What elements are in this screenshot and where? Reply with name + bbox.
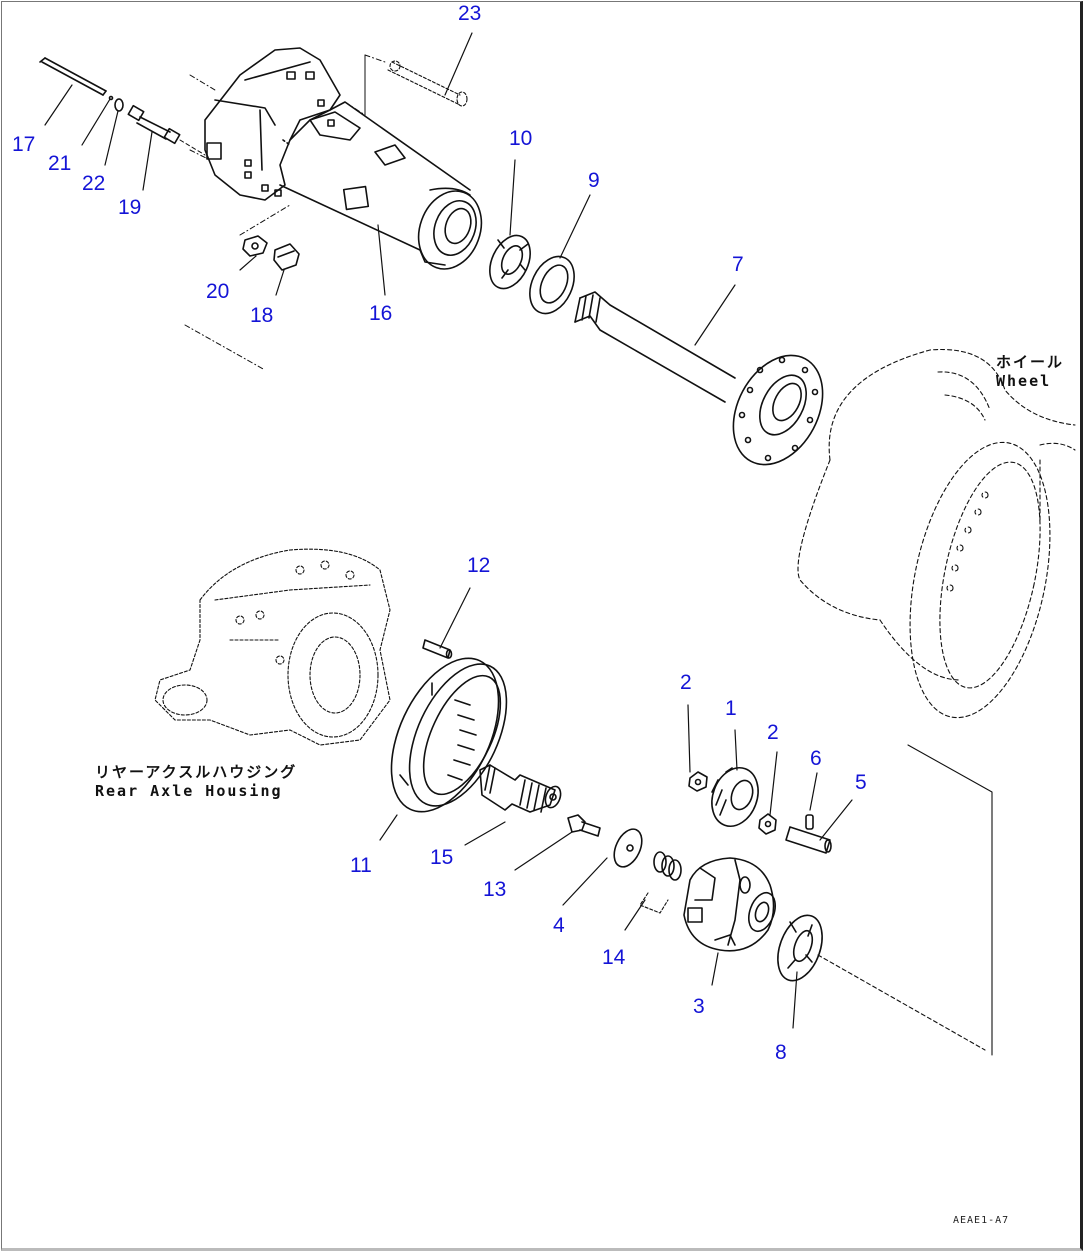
bushing-part-18 bbox=[273, 243, 300, 271]
callout-21: 21 bbox=[48, 152, 72, 175]
wheel-caption-jp: ホイール bbox=[996, 353, 1065, 371]
washer-part-21 bbox=[108, 95, 114, 101]
callout-18: 18 bbox=[250, 304, 274, 327]
center-lines bbox=[184, 54, 386, 371]
callout-2-left: 2 bbox=[680, 671, 692, 694]
callout-22: 22 bbox=[82, 172, 106, 195]
wheel-caption: ホイール Wheel bbox=[996, 353, 1064, 391]
bearing-part-8 bbox=[777, 914, 823, 982]
callout-19: 19 bbox=[118, 196, 142, 219]
callout-3: 3 bbox=[693, 995, 705, 1018]
ring-gear-part-11 bbox=[390, 657, 508, 813]
callout-14: 14 bbox=[602, 946, 626, 969]
reference-bracket bbox=[817, 744, 993, 1056]
bearing-part-4 bbox=[613, 828, 643, 868]
callout-10: 10 bbox=[509, 127, 533, 150]
callout-1: 1 bbox=[725, 697, 737, 720]
differential-case-part-3 bbox=[683, 857, 776, 952]
washer-part-2-right bbox=[758, 813, 777, 835]
axle-shaft-part-7 bbox=[574, 291, 824, 466]
pinion-shaft-part-5 bbox=[785, 826, 832, 854]
stud-part-17 bbox=[39, 57, 107, 96]
drawing-number: AEAE1-A7 bbox=[953, 1215, 1010, 1226]
pin-part-6 bbox=[805, 814, 814, 830]
pin-part-12 bbox=[422, 639, 453, 659]
wheel-outline bbox=[797, 348, 1076, 719]
bearing-part-10 bbox=[489, 234, 531, 290]
callout-5: 5 bbox=[855, 771, 867, 794]
callout-16: 16 bbox=[369, 302, 393, 325]
plug-part-19 bbox=[127, 104, 206, 156]
callout-6: 6 bbox=[810, 747, 822, 770]
bolt-part-13 bbox=[567, 814, 601, 837]
leader-lines bbox=[44, 32, 853, 1029]
nut-part-20 bbox=[242, 235, 268, 257]
seal-part-9 bbox=[529, 255, 575, 315]
washer-part-2-left bbox=[688, 771, 708, 792]
washer-part-14 bbox=[639, 851, 682, 914]
callout-7: 7 bbox=[732, 253, 744, 276]
callout-15: 15 bbox=[430, 846, 454, 869]
callout-12: 12 bbox=[467, 554, 491, 577]
wheel-caption-en: Wheel bbox=[996, 372, 1052, 390]
callout-8: 8 bbox=[775, 1041, 787, 1064]
o-ring-part-22 bbox=[114, 98, 124, 112]
callout-2-right: 2 bbox=[767, 721, 779, 744]
rear-axle-housing-caption-jp: リヤーアクスルハウジング bbox=[95, 763, 298, 781]
callout-17: 17 bbox=[12, 133, 36, 156]
callout-20: 20 bbox=[206, 280, 230, 303]
rear-axle-housing-caption-en: Rear Axle Housing bbox=[95, 782, 283, 800]
callout-11: 11 bbox=[350, 854, 372, 877]
pinion-shaft-part-15 bbox=[479, 764, 562, 813]
callout-4: 4 bbox=[553, 914, 565, 937]
rear-axle-housing-caption: リヤーアクスルハウジング Rear Axle Housing bbox=[95, 763, 297, 801]
axle-housing-part-16 bbox=[204, 47, 483, 270]
rear-axle-housing-reference bbox=[154, 548, 391, 746]
callout-13: 13 bbox=[483, 878, 507, 901]
callout-9: 9 bbox=[588, 169, 600, 192]
pinion-gear-part-1 bbox=[711, 767, 759, 827]
bolt-part-23 bbox=[387, 60, 468, 107]
callout-23: 23 bbox=[458, 2, 482, 25]
